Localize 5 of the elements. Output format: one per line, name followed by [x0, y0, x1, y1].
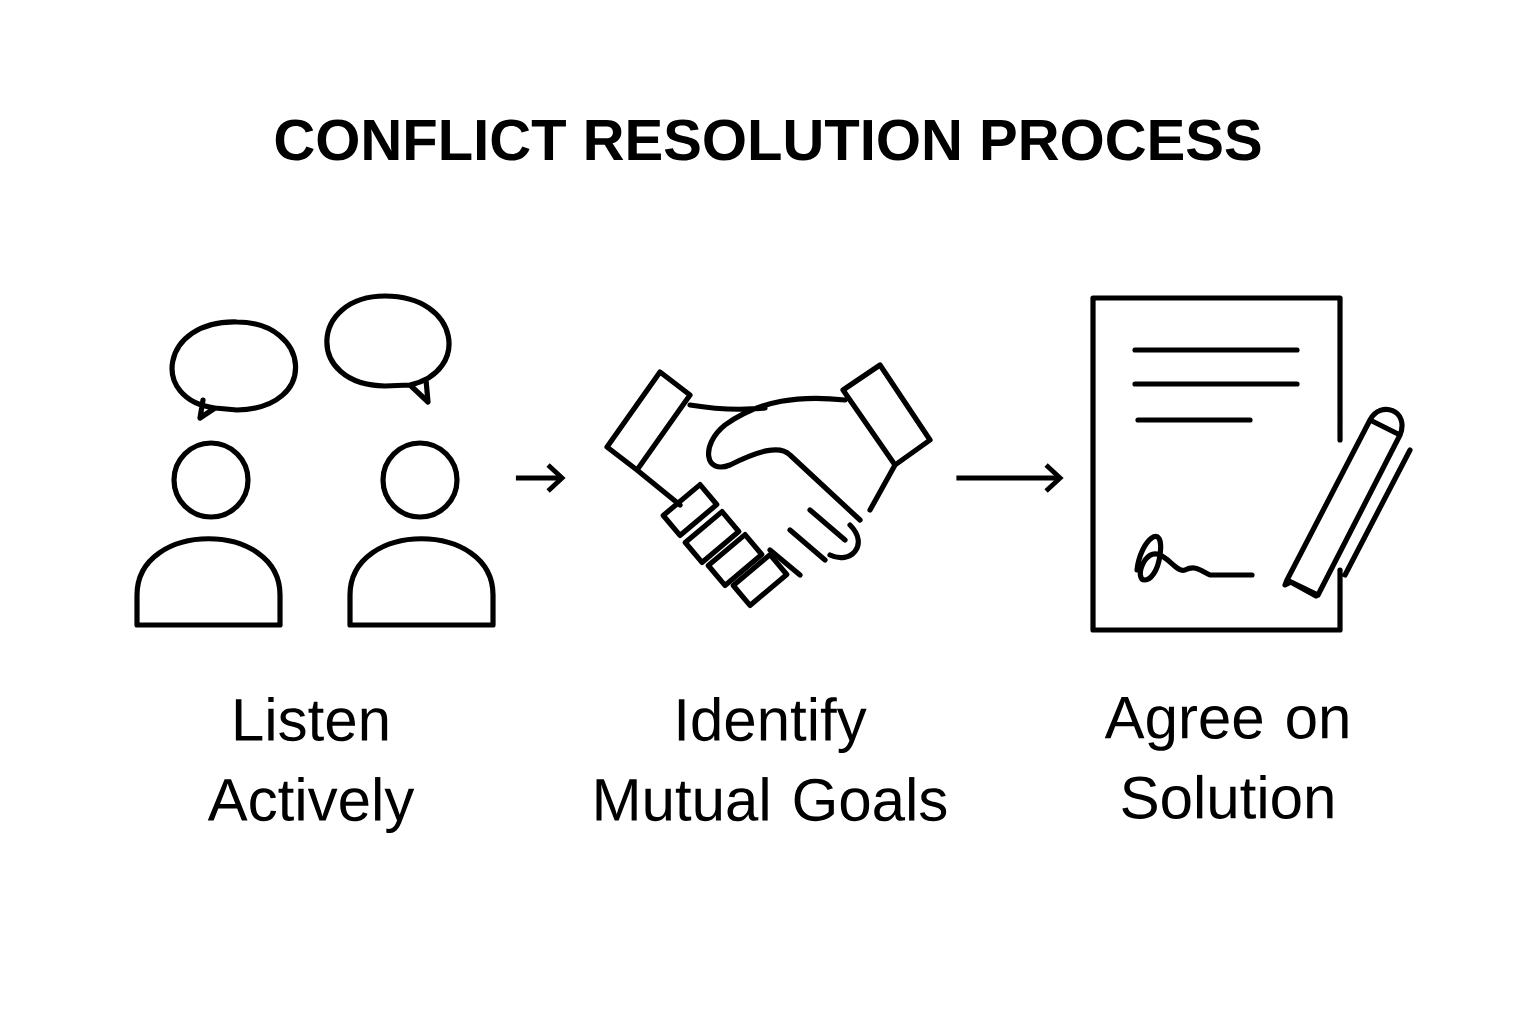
- title: CONFLICT RESOLUTION PROCESS: [275, 119, 1261, 161]
- arrow: [956, 463, 1064, 493]
- step-label: Agree on Solution: [1104, 697, 1348, 819]
- step-label: Identify Mutual Goals: [596, 697, 947, 822]
- step-label: Listen Actively: [207, 697, 415, 833]
